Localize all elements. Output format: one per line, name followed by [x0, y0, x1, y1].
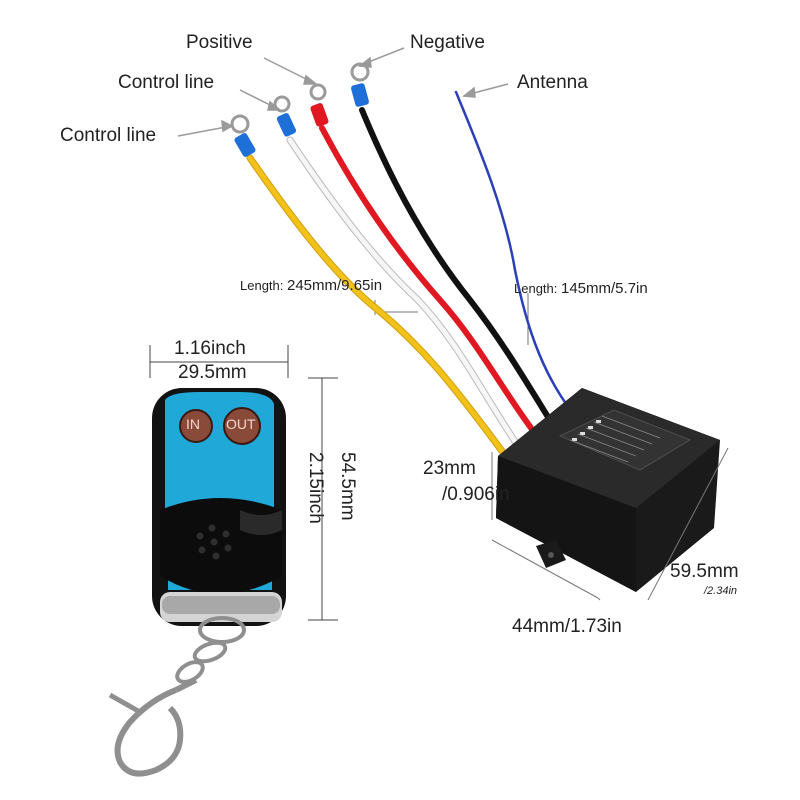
- wire-length-label: Length: 245mm/9.65in: [240, 277, 382, 294]
- control-line-label-lower: Control line: [60, 125, 157, 146]
- wire-bundle: [246, 90, 574, 466]
- antenna-label: Antenna: [517, 72, 588, 93]
- remote-width-mm: 29.5mm: [178, 362, 247, 383]
- wire-length-prefix: Length:: [240, 278, 284, 293]
- remote-height-inch: 2.15inch: [305, 452, 326, 524]
- receiver-dimension-lines: [491, 447, 729, 601]
- terminal-yellow-line: [230, 114, 256, 157]
- black-wire: [359, 107, 559, 433]
- receiver-box: [496, 388, 720, 592]
- yellow-wire-fill: [247, 155, 513, 465]
- remote-control: [152, 388, 286, 626]
- remote-height-mm: 54.5mm: [337, 452, 358, 521]
- in-button[interactable]: IN: [186, 416, 200, 432]
- receiver-height-inch: /0.906in: [442, 484, 510, 505]
- antenna-wire: [454, 90, 574, 414]
- receiver-height-mm: 23mm: [423, 458, 476, 479]
- receiver-length-inch: /2.34in: [704, 585, 738, 597]
- antenna-length-label: Length: 145mm/5.7in: [514, 280, 648, 297]
- antenna-length-prefix: Length:: [514, 281, 558, 296]
- terminal-red-line: [309, 83, 329, 127]
- control-line-label-upper: Control line: [118, 72, 215, 93]
- red-wire: [319, 125, 543, 443]
- out-button[interactable]: OUT: [226, 416, 256, 432]
- ring-terminals: [230, 62, 370, 157]
- white-wire-fill: [287, 137, 525, 455]
- out-button-shape: [223, 407, 261, 445]
- in-button-shape: [179, 409, 213, 443]
- callout-arrows: [177, 47, 509, 137]
- receiver-width: 44mm/1.73in: [512, 616, 622, 637]
- remote-width-inch: 1.16inch: [174, 338, 246, 359]
- wire-length-value: 245mm/9.65in: [287, 277, 383, 294]
- negative-label: Negative: [410, 32, 485, 53]
- receiver-length-mm: 59.5mm: [670, 561, 739, 582]
- antenna-length-value: 145mm/5.7in: [561, 280, 648, 297]
- terminal-black-line: [350, 62, 370, 107]
- remote-dimension-lines: [149, 345, 338, 621]
- keychain: [108, 616, 246, 777]
- terminal-white-line: [273, 95, 297, 137]
- positive-label: Positive: [186, 32, 253, 53]
